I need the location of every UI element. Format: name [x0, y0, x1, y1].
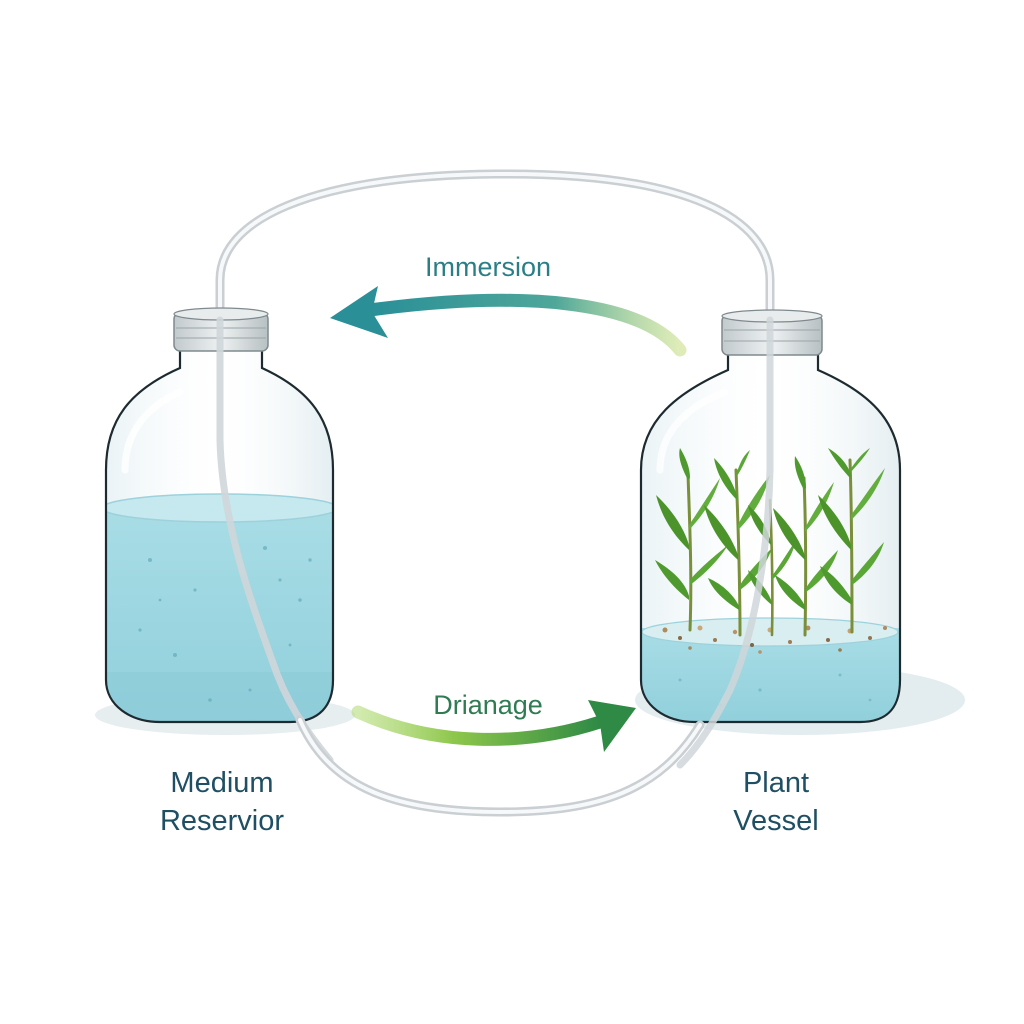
bottom-tube: [295, 715, 705, 817]
plant-jar-icon: [639, 309, 902, 724]
plant-label-line1: Plant: [743, 767, 809, 799]
drainage-arrow: [351, 700, 636, 752]
bottle-icon: [104, 307, 335, 724]
drainage-label: Drianage: [433, 690, 543, 720]
vessel-inner-tube: [676, 316, 774, 769]
plant-label-line2: Vessel: [733, 805, 818, 837]
tube-icon: [215, 169, 775, 325]
reservoir-medium-surface: [106, 493, 333, 523]
reservoir-label-line2: Reservior: [160, 805, 284, 837]
immersion-label: Immersion: [425, 252, 551, 282]
reservoir-label-line1: Medium: [170, 767, 273, 799]
immersion-arrow: [330, 286, 687, 357]
